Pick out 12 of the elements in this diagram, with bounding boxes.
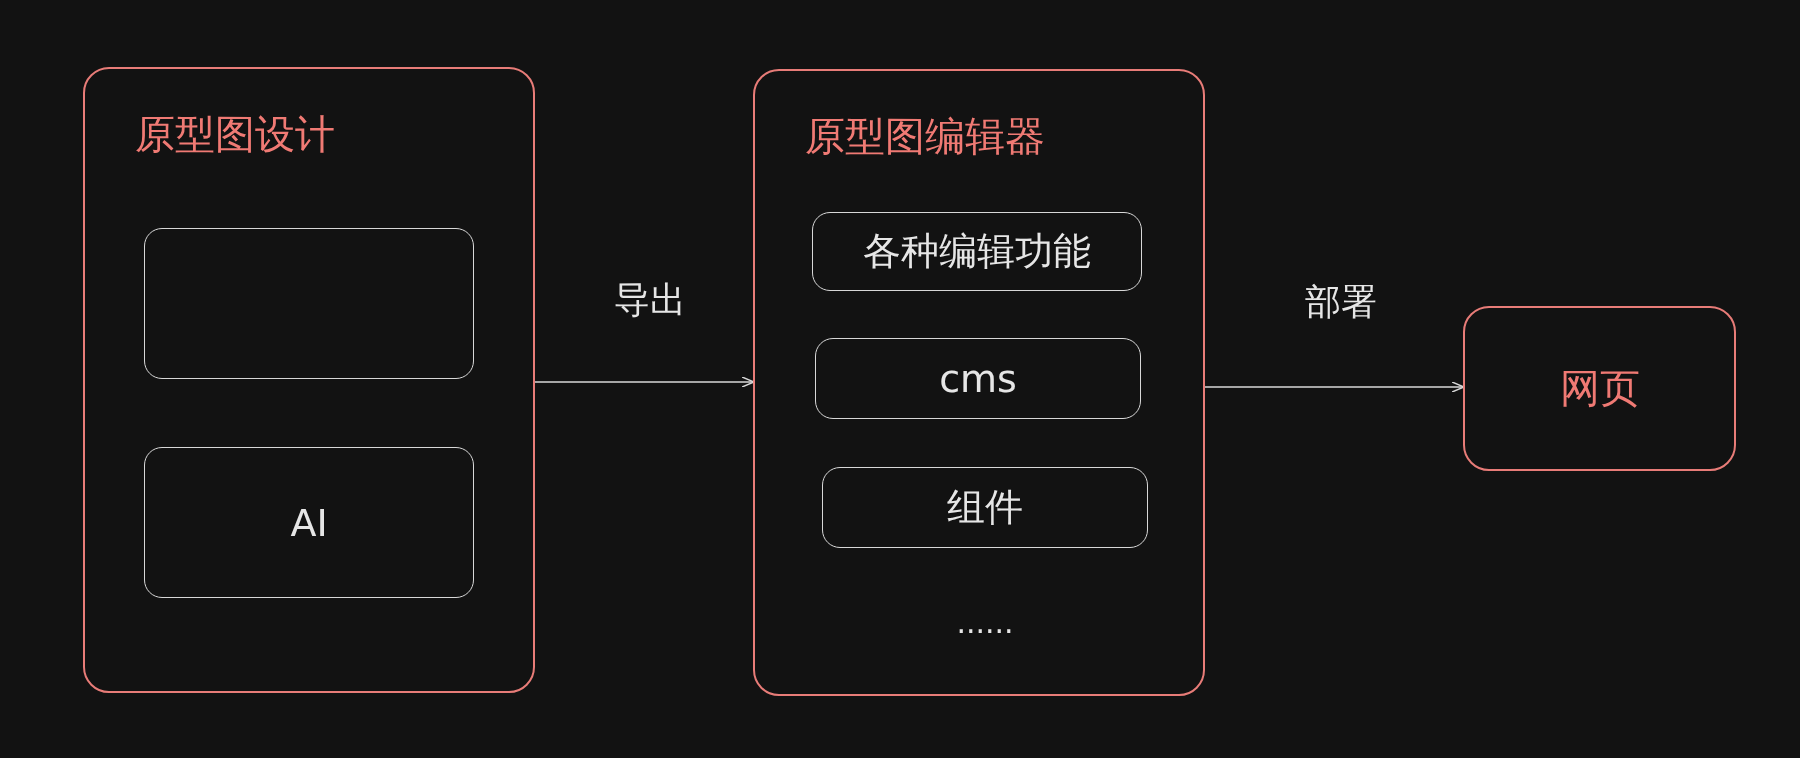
arrow <box>1204 381 1465 393</box>
rounded-box <box>144 228 474 379</box>
result-box: 网页 <box>1463 306 1736 471</box>
panel-title: 原型图设计 <box>135 110 335 159</box>
process-box: 组件 <box>822 467 1148 548</box>
process-box: cms <box>815 338 1141 419</box>
process-box: AI <box>144 447 474 598</box>
feature-box: 各种编辑功能 <box>812 212 1142 291</box>
arrow <box>534 376 755 388</box>
panel-title: 原型图编辑器 <box>805 112 1045 161</box>
editor-panel <box>753 69 1205 696</box>
prototype-design-panel <box>83 67 535 693</box>
